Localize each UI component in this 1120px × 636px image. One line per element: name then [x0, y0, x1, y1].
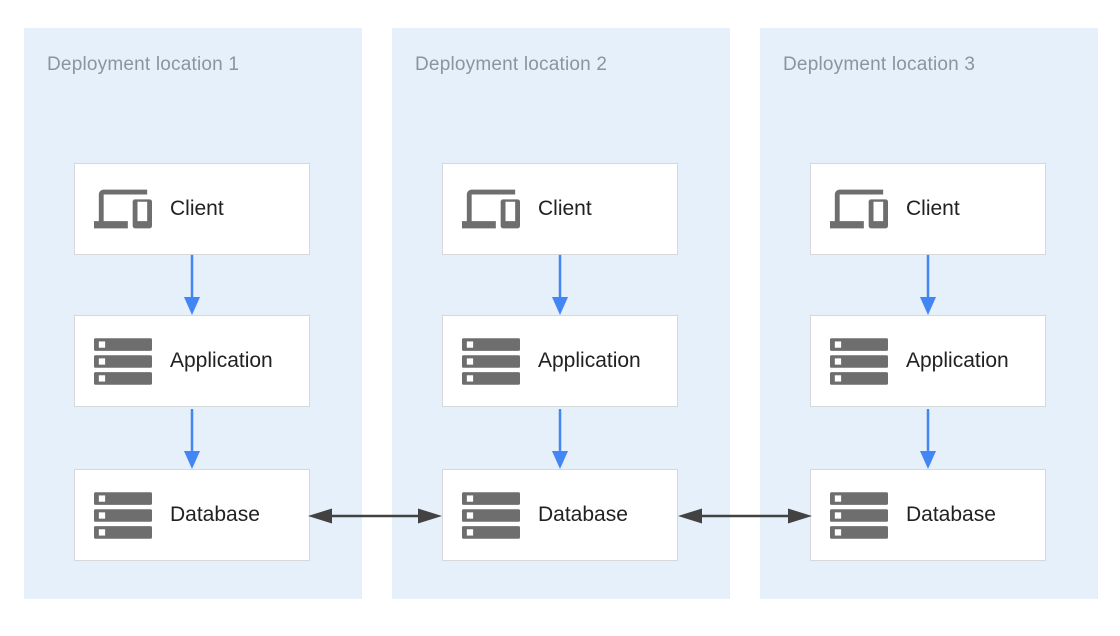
server-stack-icon — [94, 337, 152, 385]
server-stack-icon — [462, 337, 520, 385]
node-label: Application — [538, 349, 641, 372]
node-label: Application — [906, 349, 1009, 372]
client-node: Client — [810, 163, 1046, 255]
node-label: Client — [170, 197, 224, 220]
devices-icon — [94, 180, 152, 238]
node-label: Client — [906, 197, 960, 220]
replication-arrow-db2-db3 — [678, 508, 812, 524]
server-stack-icon — [462, 491, 520, 539]
devices-icon — [462, 180, 520, 238]
deployment-panel-2: Deployment location 2 Client Application — [392, 28, 730, 599]
flow-arrow-application-to-database — [184, 409, 200, 469]
server-stack-icon — [94, 491, 152, 539]
node-label: Database — [170, 503, 260, 526]
flow-arrow-client-to-application — [920, 255, 936, 315]
deployment-panel-1: Deployment location 1 Client Application — [24, 28, 362, 599]
application-node: Application — [442, 315, 678, 407]
panel-title: Deployment location 2 — [415, 54, 608, 75]
flow-arrow-application-to-database — [552, 409, 568, 469]
panel-title: Deployment location 3 — [783, 54, 976, 75]
client-node: Client — [74, 163, 310, 255]
server-stack-icon — [830, 337, 888, 385]
node-label: Client — [538, 197, 592, 220]
flow-arrow-application-to-database — [920, 409, 936, 469]
deployment-panel-3: Deployment location 3 Client Application — [760, 28, 1098, 599]
flow-arrow-client-to-application — [552, 255, 568, 315]
server-stack-icon — [830, 491, 888, 539]
database-node: Database — [810, 469, 1046, 561]
database-node: Database — [74, 469, 310, 561]
database-node: Database — [442, 469, 678, 561]
node-label: Database — [906, 503, 996, 526]
node-label: Database — [538, 503, 628, 526]
node-label: Application — [170, 349, 273, 372]
replication-arrow-db1-db2 — [308, 508, 442, 524]
panel-title: Deployment location 1 — [47, 54, 240, 75]
devices-icon — [830, 180, 888, 238]
application-node: Application — [810, 315, 1046, 407]
flow-arrow-client-to-application — [184, 255, 200, 315]
application-node: Application — [74, 315, 310, 407]
client-node: Client — [442, 163, 678, 255]
